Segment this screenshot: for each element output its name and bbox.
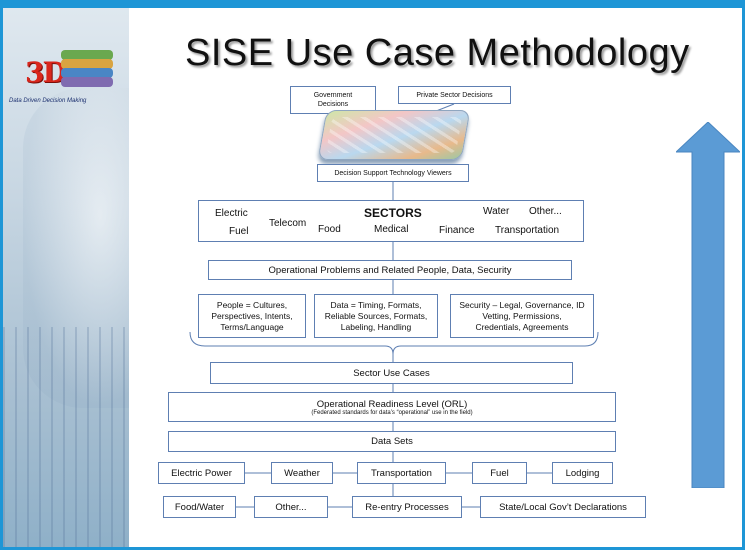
private-sector-decisions-label: Private Sector Decisions [416, 91, 493, 99]
data-category-box: Data = Timing, Formats, Reliable Sources… [314, 294, 438, 338]
data-set-label: Transportation [371, 467, 432, 479]
sector-fuel: Fuel [229, 226, 249, 237]
data-set-lodging: Lodging [552, 462, 613, 484]
data-set-electric-power: Electric Power [158, 462, 245, 484]
sidebar-decorative-panel: 3DM Data Driven Decision Making [3, 8, 129, 547]
sector-water: Water [483, 206, 510, 217]
data-sets-box: Data Sets [168, 431, 616, 452]
data-set-label: Fuel [490, 467, 509, 479]
circuit-pattern-graphic [3, 327, 129, 547]
sector-transportation: Transportation [495, 225, 560, 236]
sector-telecom: Telecom [269, 218, 307, 229]
sector-other: Other... [529, 206, 562, 217]
private-sector-decisions-box: Private Sector Decisions [398, 86, 511, 104]
data-set-label: Weather [284, 467, 320, 479]
security-category-box: Security – Legal, Governance, ID Vetting… [450, 294, 594, 338]
data-set-other: Other... [254, 496, 328, 518]
logo-tagline: Data Driven Decision Making [9, 98, 87, 104]
data-set-label: State/Local Gov’t Declarations [499, 501, 627, 513]
security-category-label: Security – Legal, Governance, ID Vetting… [459, 299, 585, 332]
sector-food: Food [318, 224, 341, 235]
data-set-label: Re-entry Processes [365, 501, 449, 513]
data-set-fuel: Fuel [472, 462, 527, 484]
orl-subtitle: (Federated standards for data’s “operati… [311, 409, 473, 416]
sector-use-cases-label: Sector Use Cases [353, 367, 430, 379]
data-set-reentry-processes: Re-entry Processes [352, 496, 462, 518]
operational-problems-label: Operational Problems and Related People,… [268, 264, 512, 276]
sector-finance: Finance [439, 225, 475, 236]
data-category-label: Data = Timing, Formats, Reliable Sources… [324, 299, 428, 332]
sector-electric: Electric [215, 208, 248, 219]
sectors-box: Electric Fuel Telecom Food SECTORS Medic… [198, 200, 584, 242]
decision-support-viewers-label: Decision Support Technology Viewers [334, 169, 452, 177]
people-category-label: People = Cultures, Perspectives, Intents… [211, 299, 293, 332]
face-silhouette-graphic [23, 88, 129, 408]
people-category-box: People = Cultures, Perspectives, Intents… [198, 294, 306, 338]
data-set-label: Electric Power [171, 467, 232, 479]
logo-stack-icon [61, 50, 113, 87]
orl-title: Operational Readiness Level (ORL) [316, 398, 468, 410]
page-title: SISE Use Case Methodology [185, 32, 690, 74]
operational-problems-box: Operational Problems and Related People,… [208, 260, 572, 280]
government-decisions-label: Government Decisions [313, 92, 353, 108]
data-set-label: Other... [275, 501, 307, 513]
sectors-heading: SECTORS [364, 206, 422, 220]
data-set-weather: Weather [271, 462, 333, 484]
sector-medical: Medical [374, 224, 409, 235]
orl-box: Operational Readiness Level (ORL) (Feder… [168, 392, 616, 422]
decision-support-viewers-box: Decision Support Technology Viewers [317, 164, 469, 182]
up-arrow-icon [676, 122, 740, 488]
data-set-label: Lodging [565, 467, 600, 479]
data-set-state-local-declarations: State/Local Gov’t Declarations [480, 496, 646, 518]
data-set-food-water: Food/Water [163, 496, 236, 518]
data-sets-label: Data Sets [371, 436, 413, 447]
data-set-label: Food/Water [174, 501, 225, 513]
data-set-transportation: Transportation [357, 462, 446, 484]
sector-use-cases-box: Sector Use Cases [210, 362, 573, 384]
decision-support-device-icon [317, 110, 471, 160]
